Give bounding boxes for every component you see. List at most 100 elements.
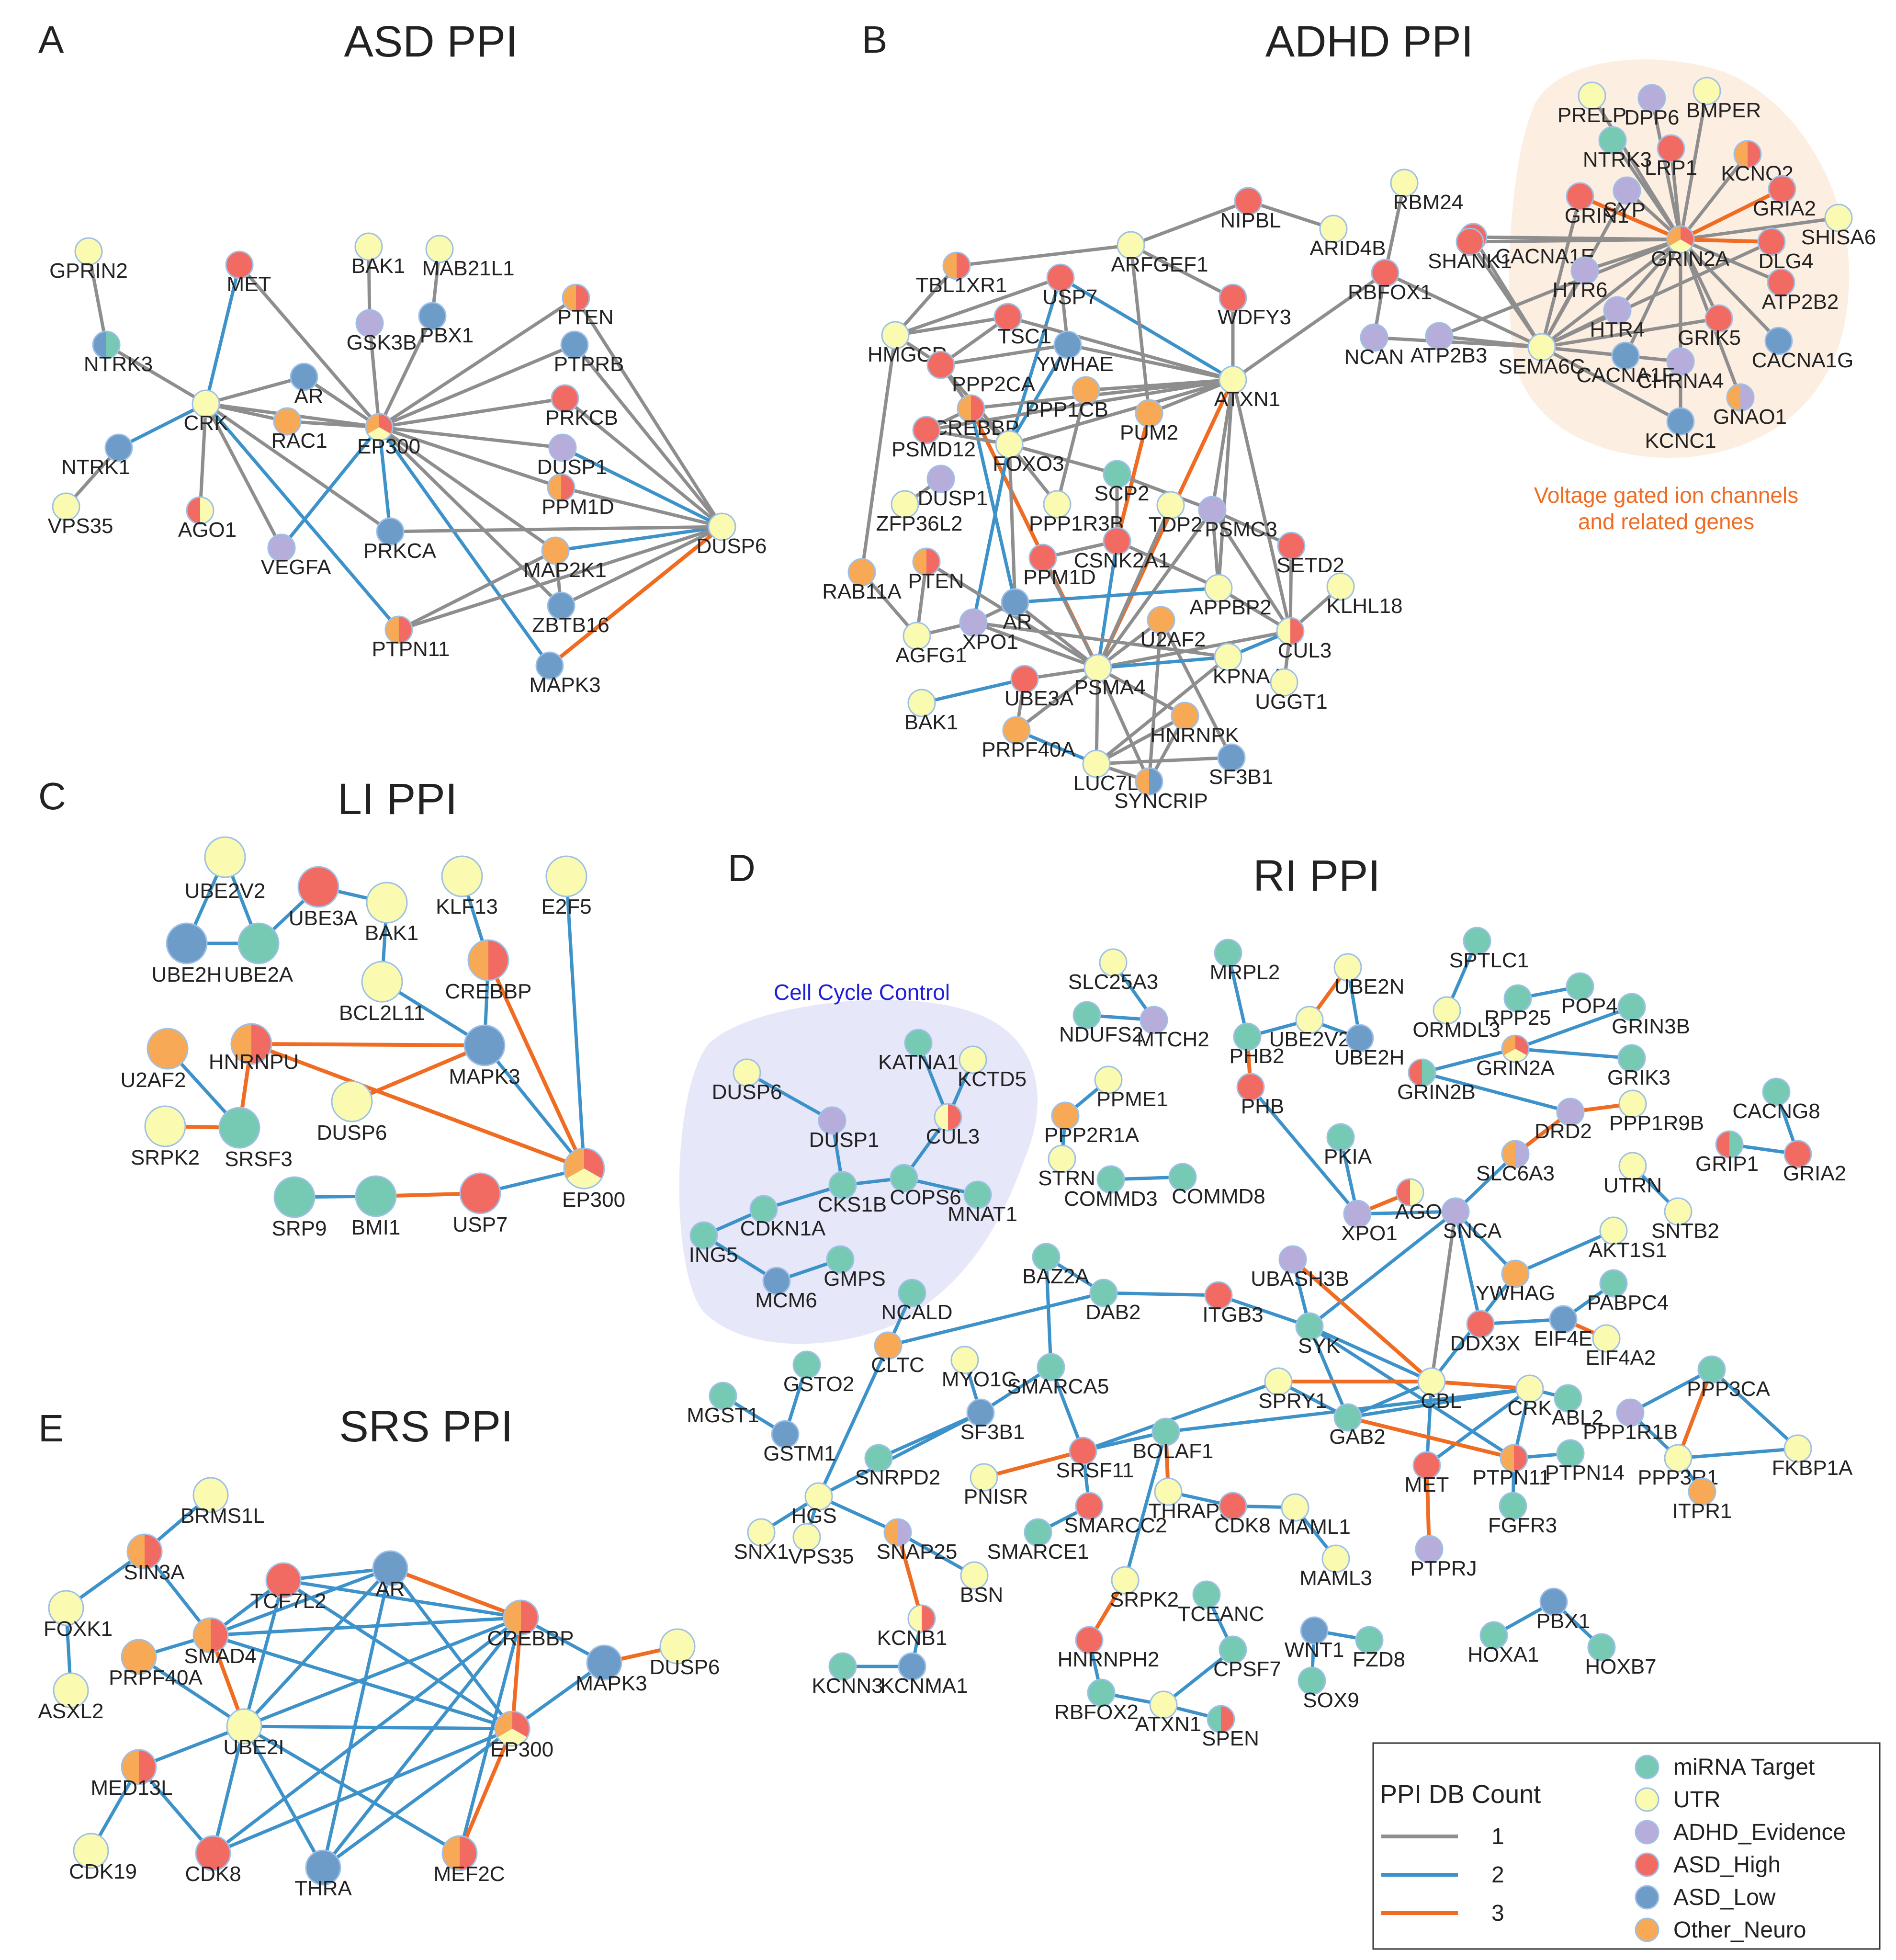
- node-d-cbl[interactable]: CBL: [1417, 1367, 1462, 1413]
- node-b-ube3a[interactable]: UBE3A: [1004, 665, 1074, 710]
- node-e-asxl2[interactable]: ASXL2: [38, 1672, 104, 1723]
- node-d-itpr1[interactable]: ITPR1: [1672, 1477, 1732, 1523]
- node-d-hgs[interactable]: HGS: [791, 1482, 837, 1528]
- node-d-spry1[interactable]: SPRY1: [1258, 1367, 1327, 1413]
- node-d-cdk8[interactable]: CDK8: [1214, 1492, 1271, 1537]
- node-b-agfg1[interactable]: AGFG1: [895, 622, 967, 667]
- node-d-ptpn11[interactable]: PTPN11: [1472, 1444, 1551, 1489]
- node-b-prelp[interactable]: PRELP: [1557, 81, 1626, 127]
- node-b-psmc3[interactable]: PSMC3: [1198, 496, 1277, 541]
- node-d-rpp25[interactable]: RPP25: [1484, 984, 1551, 1030]
- node-d-utrn[interactable]: UTRN: [1603, 1152, 1662, 1197]
- node-c-klf13[interactable]: KLF13: [436, 855, 498, 918]
- node-b-prpf40a[interactable]: PRPF40A: [982, 716, 1075, 761]
- node-b-cacna1f[interactable]: CACNA1F: [1576, 341, 1675, 387]
- node-e-mef2c[interactable]: MEF2C: [433, 1835, 505, 1886]
- node-d-tceanc[interactable]: TCEANC: [1178, 1580, 1264, 1626]
- node-a-ntrk1[interactable]: NTRK1: [61, 433, 133, 479]
- node-a-ep300[interactable]: EP300: [357, 413, 420, 458]
- node-b-tbl1xr1[interactable]: TBL1XR1: [916, 251, 1007, 297]
- node-a-rac1[interactable]: RAC1: [271, 407, 327, 453]
- node-d-pabpc4[interactable]: PABPC4: [1587, 1269, 1669, 1314]
- node-d-mgst1[interactable]: MGST1: [687, 1382, 759, 1427]
- node-d-ppme1[interactable]: PPME1: [1094, 1065, 1168, 1111]
- node-b-kcnc1[interactable]: KCNC1: [1645, 407, 1716, 453]
- node-c-bcl2l11[interactable]: BCL2L11: [339, 961, 425, 1025]
- node-b-setd2[interactable]: SETD2: [1276, 532, 1344, 577]
- node-b-appbp2[interactable]: APPBP2: [1189, 574, 1272, 619]
- node-d-akt1s1[interactable]: AKT1S1: [1589, 1216, 1667, 1262]
- node-d-ube2n[interactable]: UBE2N: [1333, 953, 1405, 998]
- node-e-ar[interactable]: AR: [372, 1550, 408, 1601]
- node-b-bak1[interactable]: BAK1: [904, 689, 959, 734]
- node-b-atp2b2[interactable]: ATP2B2: [1762, 268, 1839, 314]
- node-b-grik5[interactable]: GRIK5: [1678, 304, 1741, 350]
- node-d-grik3[interactable]: GRIK3: [1607, 1044, 1670, 1089]
- node-d-snx1[interactable]: SNX1: [734, 1518, 789, 1563]
- node-d-sntb2[interactable]: SNTB2: [1651, 1197, 1719, 1243]
- node-e-med13l[interactable]: MED13L: [90, 1749, 173, 1800]
- node-b-ncan[interactable]: NCAN: [1344, 323, 1404, 369]
- node-b-lrp1[interactable]: LRP1: [1645, 134, 1697, 180]
- node-c-ube2a[interactable]: UBE2A: [224, 922, 293, 986]
- node-b-ppm1d[interactable]: PPM1D: [1023, 544, 1096, 589]
- node-d-ppp1r9b[interactable]: PPP1R9B: [1609, 1089, 1704, 1135]
- node-b-ywhae[interactable]: YWHAE: [1036, 330, 1114, 376]
- node-b-nipbl[interactable]: NIPBL: [1220, 187, 1281, 232]
- node-d-eif4e[interactable]: EIF4E: [1534, 1305, 1592, 1350]
- node-d-spen[interactable]: SPEN: [1202, 1705, 1259, 1750]
- node-d-mcm6[interactable]: MCM6: [755, 1267, 817, 1312]
- node-d-snca[interactable]: SNCA: [1441, 1197, 1502, 1243]
- node-d-slc6a3[interactable]: SLC6A3: [1476, 1140, 1555, 1185]
- node-d-fkbp1a[interactable]: FKBP1A: [1772, 1434, 1853, 1480]
- node-b-rab11a[interactable]: RAB11A: [822, 558, 902, 603]
- node-d-xpo1[interactable]: XPO1: [1341, 1200, 1398, 1245]
- node-d-ptprj[interactable]: PTPRJ: [1410, 1535, 1477, 1580]
- node-d-thrap3[interactable]: THRAP3: [1148, 1477, 1231, 1523]
- node-d-vps35[interactable]: VPS35: [789, 1523, 854, 1568]
- node-d-cul3[interactable]: CUL3: [926, 1103, 980, 1148]
- node-d-drd2[interactable]: DRD2: [1535, 1098, 1592, 1143]
- node-a-vegfa[interactable]: VEGFA: [261, 533, 331, 579]
- node-e-thra[interactable]: THRA: [294, 1849, 352, 1900]
- node-d-gsto2[interactable]: GSTO2: [783, 1350, 854, 1396]
- node-d-ppp2r1a[interactable]: PPP2R1A: [1044, 1101, 1140, 1147]
- node-d-myo1c[interactable]: MYO1C: [942, 1346, 1016, 1391]
- node-b-pten[interactable]: PTEN: [908, 547, 964, 593]
- node-d-mnat1[interactable]: MNAT1: [948, 1180, 1017, 1226]
- node-b-htr4[interactable]: HTR4: [1590, 296, 1645, 341]
- node-c-ube2h[interactable]: UBE2H: [152, 922, 222, 986]
- node-d-gria2[interactable]: GRIA2: [1783, 1140, 1846, 1185]
- node-d-syk[interactable]: SYK: [1295, 1312, 1340, 1358]
- node-d-gmps[interactable]: GMPS: [824, 1245, 886, 1291]
- node-b-csnk2a1[interactable]: CSNK2A1: [1074, 527, 1170, 572]
- node-b-rbfox1[interactable]: RBFOX1: [1348, 259, 1432, 304]
- node-a-map2k1[interactable]: MAP2K1: [523, 536, 607, 582]
- node-d-gstm1[interactable]: GSTM1: [763, 1420, 836, 1465]
- node-a-ago1[interactable]: AGO1: [178, 496, 237, 542]
- node-b-gria2[interactable]: GRIA2: [1753, 175, 1816, 220]
- node-c-srsf3[interactable]: SRSF3: [218, 1107, 293, 1171]
- node-d-kcnma1[interactable]: KCNMA1: [880, 1652, 968, 1698]
- node-d-ormdl3[interactable]: ORMDL3: [1412, 996, 1501, 1042]
- node-d-cdkn1a[interactable]: CDKN1A: [740, 1195, 826, 1240]
- node-b-psma4[interactable]: PSMA4: [1074, 654, 1146, 699]
- node-d-ncald[interactable]: NCALD: [881, 1279, 953, 1324]
- node-a-gsk3b[interactable]: GSK3B: [347, 309, 417, 354]
- node-d-ube2h[interactable]: UBE2H: [1334, 1024, 1405, 1069]
- node-e-prpf40a[interactable]: PRPF40A: [109, 1639, 203, 1689]
- node-b-sf3b1[interactable]: SF3B1: [1209, 743, 1274, 789]
- node-b-scp2[interactable]: SCP2: [1095, 460, 1150, 505]
- node-d-cks1b[interactable]: CKS1B: [818, 1171, 887, 1216]
- node-a-zbtb16[interactable]: ZBTB16: [532, 591, 609, 637]
- node-c-ube3a[interactable]: UBE3A: [289, 866, 358, 930]
- node-b-arid4b[interactable]: ARID4B: [1310, 215, 1386, 260]
- node-d-fgfr3[interactable]: FGFR3: [1488, 1492, 1557, 1537]
- node-d-ubash3b[interactable]: UBASH3B: [1251, 1245, 1349, 1291]
- node-b-shisa6[interactable]: SHISA6: [1801, 204, 1876, 249]
- node-d-kcnb1[interactable]: KCNB1: [877, 1604, 948, 1650]
- node-d-dab2[interactable]: DAB2: [1086, 1279, 1141, 1324]
- node-d-pnisr[interactable]: PNISR: [964, 1463, 1028, 1508]
- node-a-ntrk3[interactable]: NTRK3: [84, 330, 153, 376]
- node-d-eif4a2[interactable]: EIF4A2: [1586, 1324, 1656, 1370]
